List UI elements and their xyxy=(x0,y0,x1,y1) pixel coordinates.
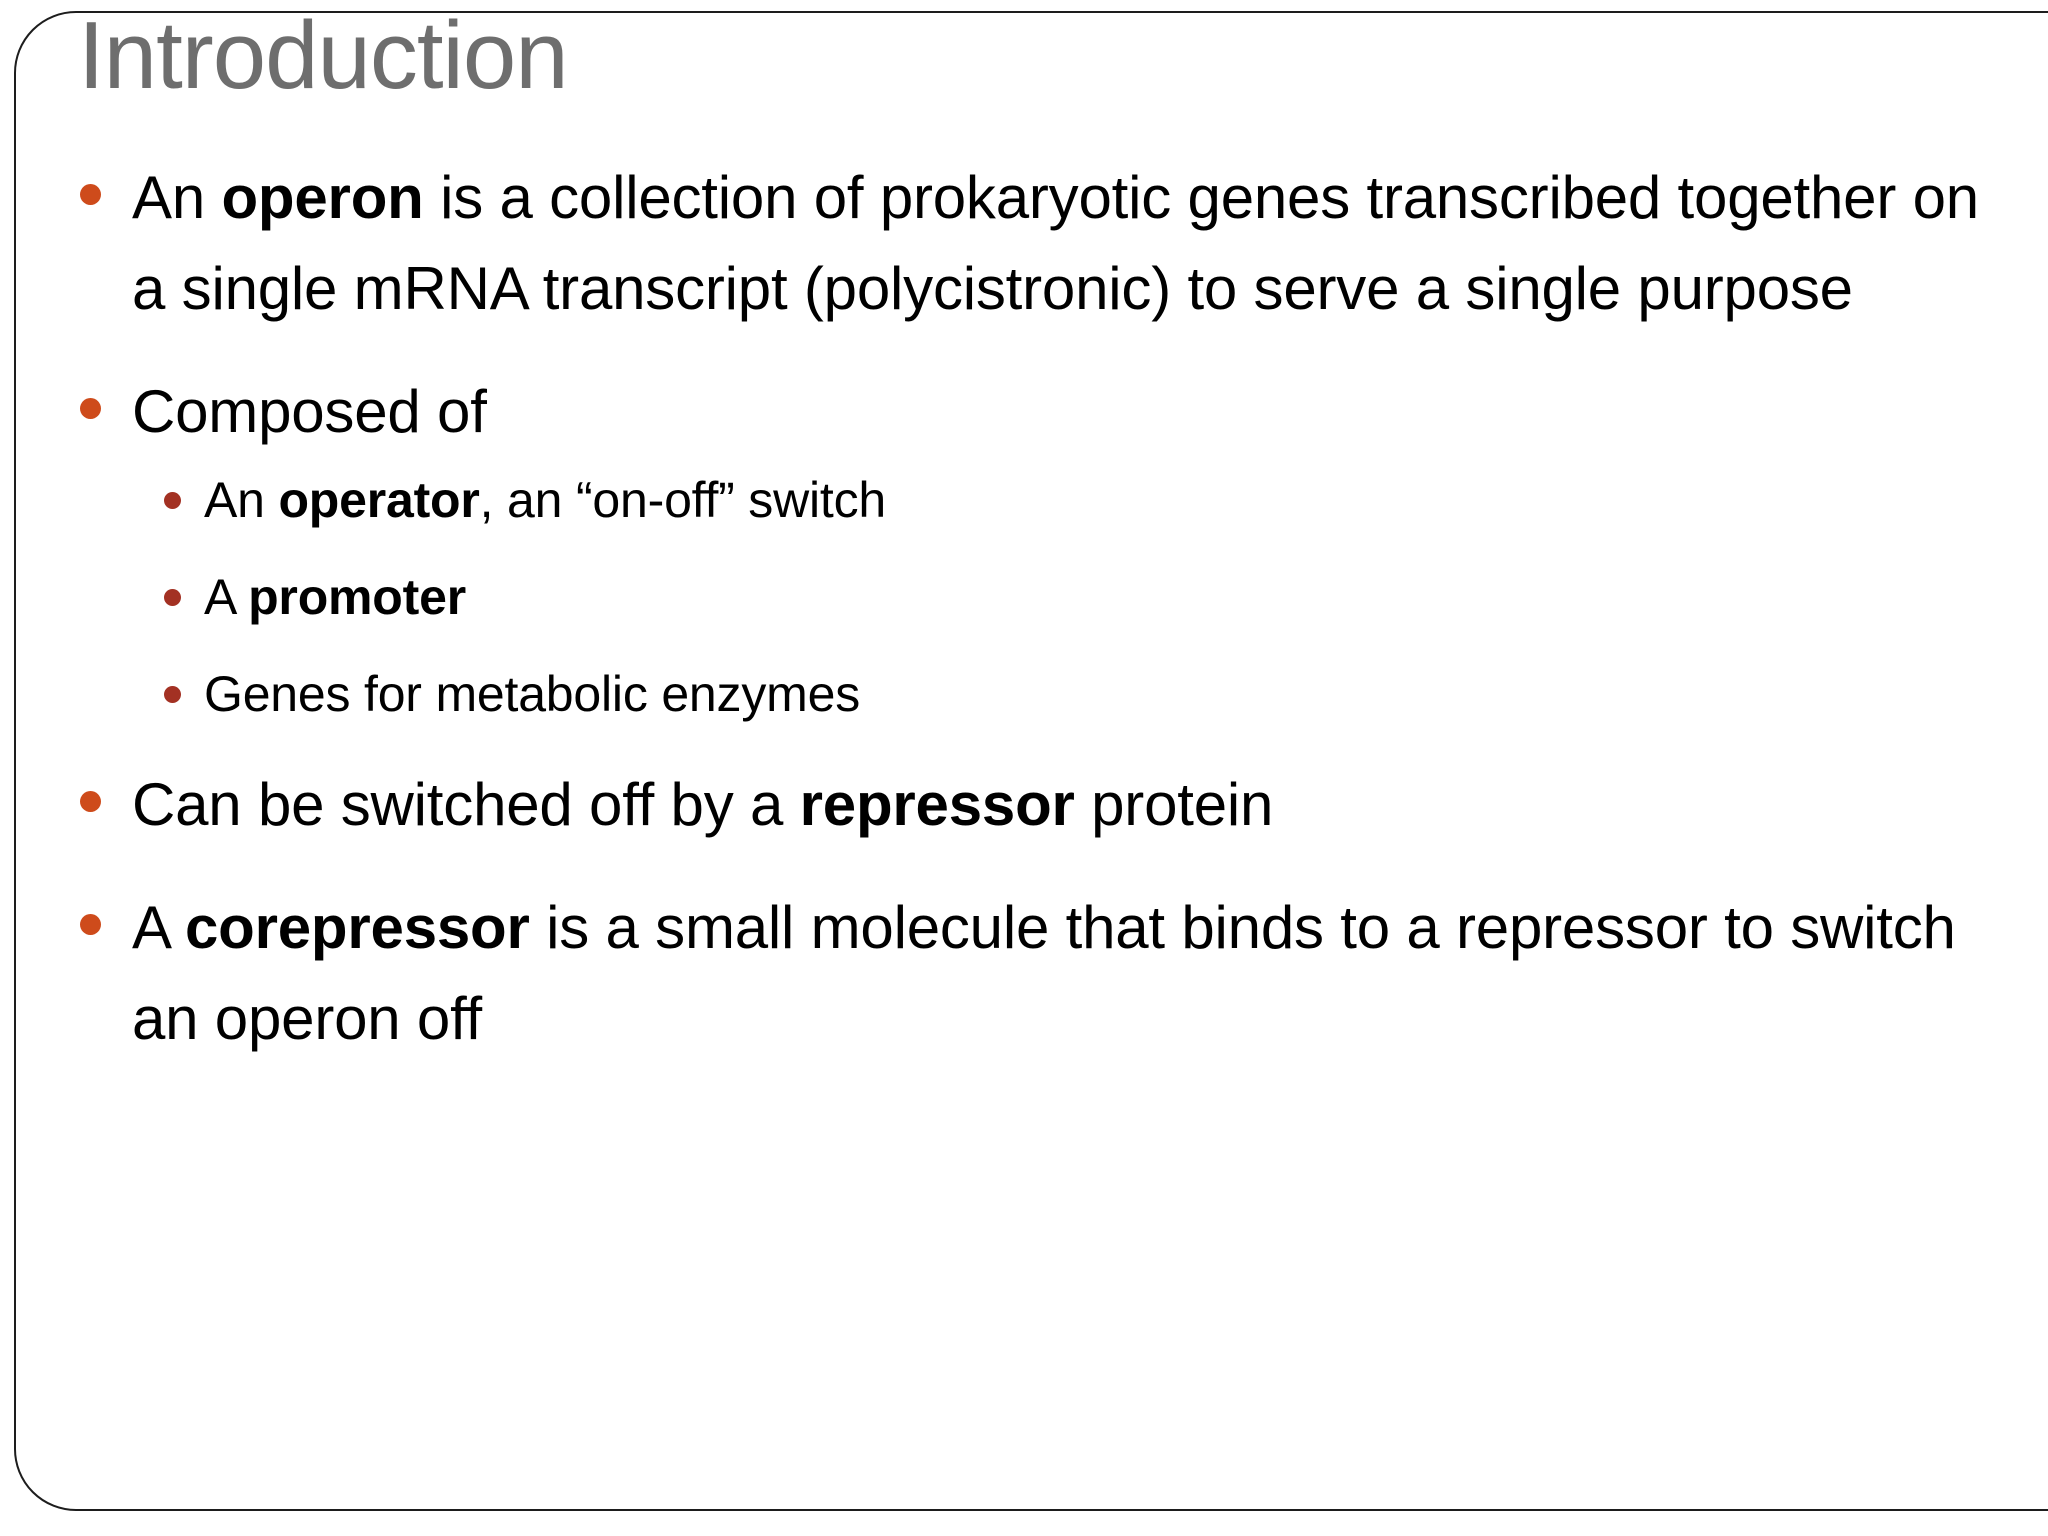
text-run: A xyxy=(204,568,249,625)
list-item-text: A corepressor is a small molecule that b… xyxy=(132,894,1956,1052)
spacer xyxy=(60,547,2000,565)
bullet-list: An operon is a collection of prokaryotic… xyxy=(60,152,2000,1070)
text-run: An xyxy=(132,164,222,231)
text-run-bold: corepressor xyxy=(184,893,530,961)
bullet-marker-icon xyxy=(80,398,101,420)
list-item-text: Genes for metabolic enzymes xyxy=(204,666,860,722)
list-item: An operator, an “on-off” switch xyxy=(60,468,2000,533)
text-run: is a collection of prokaryotic genes tra… xyxy=(132,164,1979,323)
text-run-bold: operon xyxy=(221,164,424,231)
list-item: Genes for metabolic enzymes xyxy=(60,662,2000,727)
sub-bullet-marker-icon xyxy=(164,491,181,509)
spacer xyxy=(60,741,2000,759)
spacer xyxy=(60,340,2000,366)
list-item: Can be switched off by a repressor prote… xyxy=(60,759,2000,850)
list-item: A corepressor is a small molecule that b… xyxy=(60,882,2000,1064)
sub-bullet-marker-icon xyxy=(164,685,181,703)
text-run: protein xyxy=(1074,770,1274,838)
text-run: Can be switched off by a xyxy=(132,770,800,838)
bullet-marker-icon xyxy=(80,913,101,935)
spacer xyxy=(60,644,2000,662)
list-item-text: An operon is a collection of prokaryotic… xyxy=(132,164,1979,322)
text-run-bold: operator xyxy=(278,471,480,528)
text-run-bold: repressor xyxy=(799,770,1075,838)
text-run: Genes for metabolic enzymes xyxy=(204,665,861,722)
list-item-text: Composed of xyxy=(132,378,487,445)
text-run: , an “on-off” switch xyxy=(479,471,887,528)
list-item: A promoter xyxy=(60,565,2000,630)
text-run: An xyxy=(204,471,279,528)
list-item-text: Can be switched off by a repressor prote… xyxy=(132,771,1273,838)
text-run-bold: promoter xyxy=(248,568,466,625)
bullet-marker-icon xyxy=(80,790,101,812)
text-run: Composed of xyxy=(132,378,487,446)
list-item-text: A promoter xyxy=(204,569,466,625)
text-run: is a small molecule that binds to a repr… xyxy=(132,893,1956,1052)
list-item-text: An operator, an “on-off” switch xyxy=(204,472,886,528)
spacer xyxy=(60,856,2000,882)
page-title: Introduction xyxy=(78,2,569,109)
list-item: An operon is a collection of prokaryotic… xyxy=(60,152,2000,334)
text-run: A xyxy=(132,893,185,961)
sub-bullet-group: An operator, an “on-off” switch A promot… xyxy=(60,468,2000,727)
bullet-marker-icon xyxy=(80,184,101,205)
list-item: Composed of xyxy=(60,366,2000,457)
sub-bullet-marker-icon xyxy=(164,588,181,606)
